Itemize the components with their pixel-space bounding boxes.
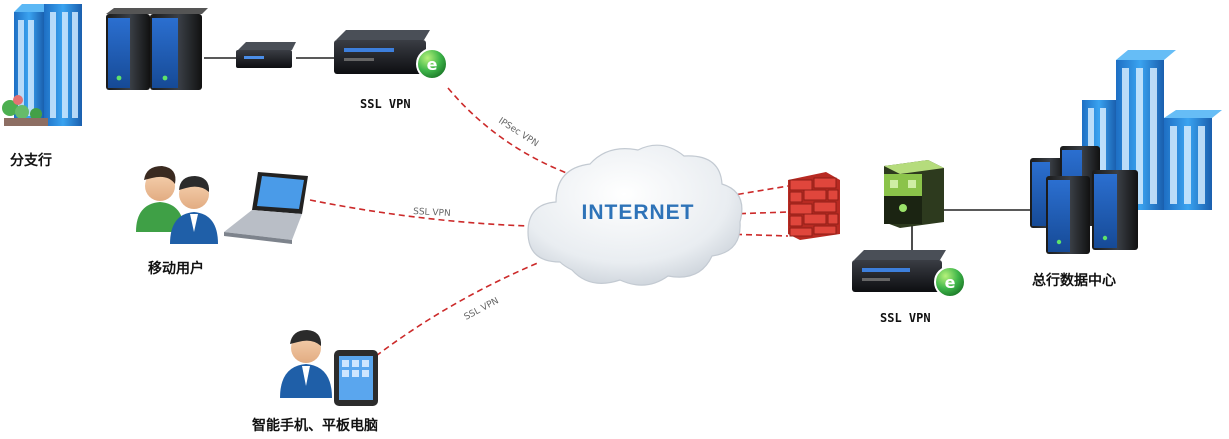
branch-building-icon bbox=[2, 4, 82, 126]
smart-devices-label: 智能手机、平板电脑 bbox=[251, 417, 378, 434]
branch-server-icon bbox=[106, 8, 208, 90]
firewall-icon bbox=[788, 172, 840, 240]
branch-link-label: IPSec VPN bbox=[496, 116, 540, 149]
branch-label: 分支行 bbox=[10, 152, 52, 169]
internet-label: INTERNET bbox=[582, 201, 695, 224]
hq-vpn-globe-badge-icon: e bbox=[934, 266, 966, 298]
hq-vpn-label: SSL VPN bbox=[880, 311, 931, 325]
hq-gateway-icon bbox=[884, 160, 944, 228]
branch-vpn-appliance-icon bbox=[334, 30, 430, 74]
internet-cloud-icon bbox=[527, 144, 743, 286]
vpn-globe-badge-icon: e bbox=[416, 48, 448, 80]
mobile-link-label: SSL VPN bbox=[413, 207, 451, 219]
datacenter-buildings-icon bbox=[1082, 50, 1222, 210]
svg-text:e: e bbox=[945, 273, 956, 292]
datacenter-servers-icon bbox=[1030, 146, 1138, 254]
hq-vpn-appliance-icon bbox=[852, 250, 946, 292]
svg-text:e: e bbox=[427, 55, 438, 74]
smart-link-label: SSL VPN bbox=[463, 296, 501, 322]
mobile-tunnel-line bbox=[309, 199, 529, 227]
tablet-icon bbox=[334, 350, 378, 406]
mobile-users-label: 移动用户 bbox=[148, 260, 204, 277]
smartphone-user-icon bbox=[280, 330, 332, 398]
smart-tunnel-line bbox=[375, 261, 541, 357]
branch-vpn-label: SSL VPN bbox=[360, 97, 411, 111]
mobile-users-icon bbox=[136, 166, 218, 244]
laptop-icon bbox=[224, 172, 308, 244]
wires bbox=[204, 57, 1030, 250]
branch-tunnel-line bbox=[447, 87, 581, 179]
branch-router-icon bbox=[236, 42, 296, 68]
datacenter-label: 总行数据中心 bbox=[1032, 272, 1116, 289]
